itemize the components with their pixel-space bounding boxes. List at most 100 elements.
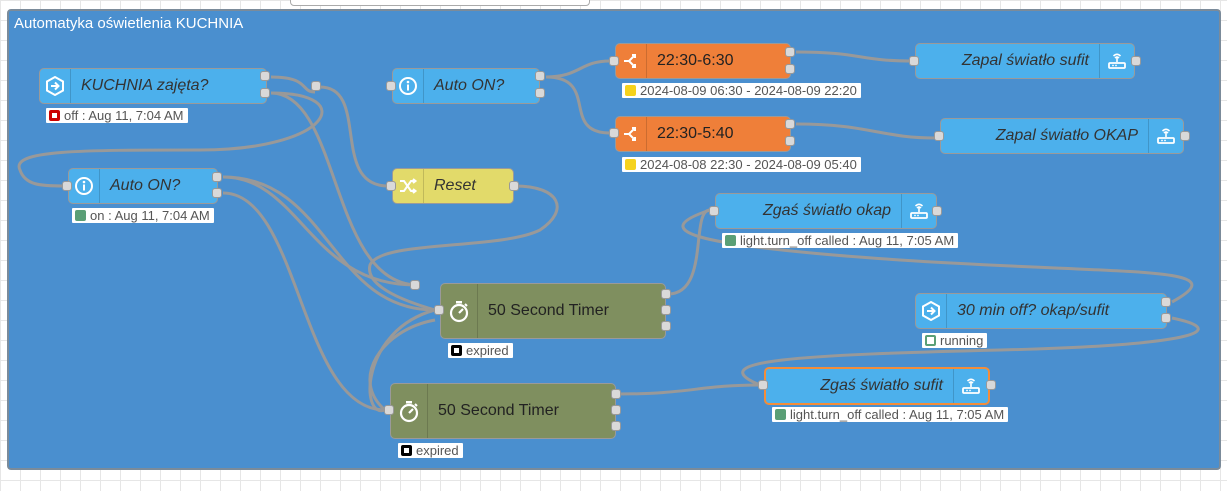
output-port[interactable] — [661, 305, 671, 315]
node-label: Reset — [434, 177, 476, 194]
wire — [270, 91, 416, 287]
input-port[interactable] — [62, 181, 72, 191]
wire — [222, 175, 436, 312]
status-label: running — [922, 333, 988, 348]
wire — [368, 184, 559, 312]
output-port[interactable] — [661, 321, 671, 331]
switch-icon — [616, 117, 647, 151]
node-label: Zgaś światło okap — [762, 202, 891, 219]
input-port[interactable] — [609, 128, 619, 138]
output-port[interactable] — [785, 47, 795, 57]
info-icon — [69, 169, 100, 203]
timer-node-1[interactable]: 50 Second Timer — [440, 283, 666, 339]
router-icon — [901, 194, 936, 228]
node-label: Auto ON? — [434, 77, 505, 94]
time-switch-node-2[interactable]: 22:30-5:40 — [615, 116, 791, 152]
output-port[interactable] — [535, 88, 545, 98]
status-label: 2024-08-09 06:30 - 2024-08-09 22:20 — [622, 83, 861, 98]
status-dot — [925, 335, 936, 346]
output-port[interactable] — [661, 289, 671, 299]
stopwatch-icon — [441, 284, 478, 338]
status-label: expired — [398, 443, 463, 458]
input-port[interactable] — [609, 56, 619, 66]
output-port[interactable] — [260, 88, 270, 98]
reset-node[interactable]: Reset — [392, 168, 514, 204]
wire — [795, 122, 937, 140]
output-port[interactable] — [611, 421, 621, 431]
stopwatch-icon — [391, 384, 428, 438]
node-label: 50 Second Timer — [488, 302, 609, 319]
output-port[interactable] — [1180, 131, 1190, 141]
output-port[interactable] — [1131, 56, 1141, 66]
wire — [222, 191, 386, 412]
output-port[interactable] — [1161, 297, 1171, 307]
wire — [368, 308, 436, 413]
wire — [222, 175, 416, 287]
input-port[interactable] — [386, 81, 396, 91]
auto-on-top-node[interactable]: Auto ON? — [392, 68, 540, 104]
wire — [319, 85, 389, 188]
group-label: Automatyka oświetlenia KUCHNIA — [14, 15, 244, 32]
output-port[interactable] — [611, 405, 621, 415]
time-switch-node-1[interactable]: 22:30-6:30 — [615, 43, 791, 79]
input-port[interactable] — [934, 131, 944, 141]
output-port[interactable] — [212, 172, 222, 182]
node-label: Zgaś światło sufit — [820, 377, 943, 394]
output-port[interactable] — [1161, 313, 1171, 323]
input-port[interactable] — [384, 405, 394, 415]
status-dot — [775, 409, 786, 420]
wire — [617, 383, 761, 396]
status-dot — [451, 345, 462, 356]
wire — [741, 316, 1200, 387]
node-label: Auto ON? — [110, 177, 181, 194]
node-label: 22:30-6:30 — [657, 52, 734, 69]
arrow-right-hexagon-icon — [40, 69, 71, 103]
auto-on-left-node[interactable]: Auto ON? — [68, 168, 218, 204]
zgas-sufit-node[interactable]: Zgaś światło sufit — [764, 367, 990, 405]
output-port[interactable] — [785, 136, 795, 146]
node-label: 50 Second Timer — [438, 402, 559, 419]
status-label: light.turn_off called : Aug 11, 7:05 AM — [772, 407, 1009, 422]
router-icon — [953, 369, 988, 403]
timer-node-2[interactable]: 50 Second Timer — [390, 383, 616, 439]
output-port[interactable] — [986, 380, 996, 390]
status-label: off : Aug 11, 7:04 AM — [46, 108, 188, 123]
zgas-okap-node[interactable]: Zgaś światło okap — [715, 193, 937, 229]
output-port[interactable] — [260, 71, 270, 81]
input-port[interactable] — [386, 181, 396, 191]
wire — [545, 59, 611, 79]
switch-icon — [616, 44, 647, 78]
output-port[interactable] — [785, 119, 795, 129]
info-icon — [393, 69, 424, 103]
wire — [681, 208, 1194, 304]
wire — [17, 91, 324, 188]
output-port[interactable] — [509, 181, 519, 191]
zapal-okap-node[interactable]: Zapal światło OKAP — [940, 118, 1184, 154]
status-label: 2024-08-08 22:30 - 2024-08-09 05:40 — [622, 157, 861, 172]
output-port[interactable] — [932, 206, 942, 216]
min30-off-node[interactable]: 30 min off? okap/sufit — [915, 293, 1167, 329]
input-port[interactable] — [434, 305, 444, 315]
input-port[interactable] — [909, 56, 919, 66]
wire — [667, 208, 711, 296]
output-port[interactable] — [785, 64, 795, 74]
zapal-sufit-node[interactable]: Zapal światło sufit — [915, 43, 1135, 79]
input-port[interactable] — [709, 206, 719, 216]
status-dot — [49, 110, 60, 121]
status-dot — [75, 210, 86, 221]
output-port[interactable] — [212, 188, 222, 198]
port[interactable] — [311, 81, 321, 91]
status-dot — [625, 85, 636, 96]
status-dot — [625, 159, 636, 170]
node-label: 22:30-5:40 — [657, 125, 734, 142]
status-dot — [401, 445, 412, 456]
kuchnia-zajeta-node[interactable]: KUCHNIA zajęta? — [39, 68, 267, 104]
shuffle-icon — [393, 169, 424, 203]
wire — [795, 50, 912, 63]
output-port[interactable] — [535, 71, 545, 81]
output-port[interactable] — [611, 389, 621, 399]
top-search-box[interactable] — [290, 0, 590, 6]
port[interactable] — [410, 280, 420, 290]
input-port[interactable] — [758, 380, 768, 390]
